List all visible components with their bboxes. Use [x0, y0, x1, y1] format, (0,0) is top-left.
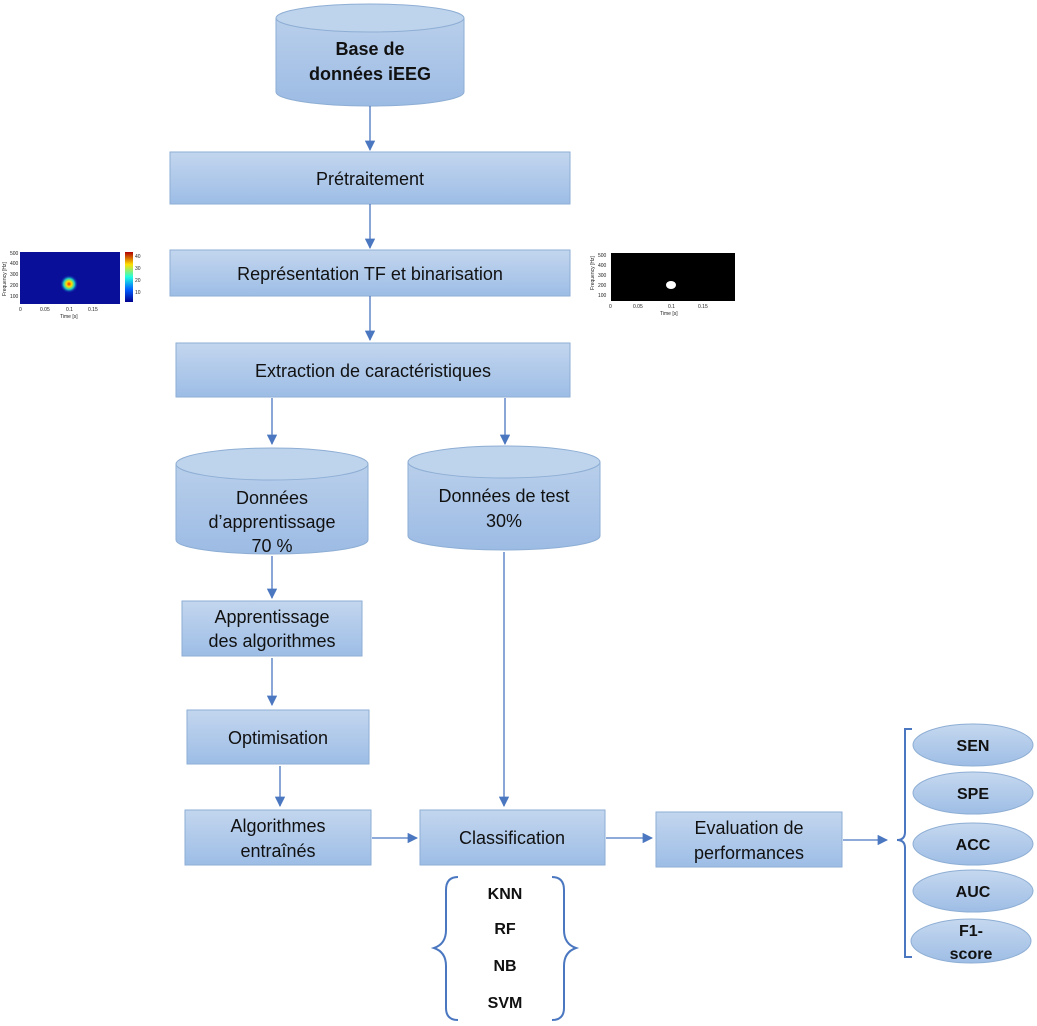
- classifier-list: KNN RF NB SVM: [430, 876, 580, 1021]
- database-label-line2: données iEEG: [309, 64, 431, 84]
- spec-ylabel: Frequency [Hz]: [2, 261, 8, 296]
- optimisation-box: Optimisation: [186, 709, 370, 765]
- learning-line2: des algorithmes: [208, 631, 335, 651]
- trained-line1: Algorithmes: [230, 816, 325, 836]
- classifier-nb: NB: [493, 958, 516, 975]
- optimisation-label: Optimisation: [228, 728, 328, 748]
- binary-blob: [666, 281, 676, 289]
- evaluation-line2: performances: [694, 843, 804, 863]
- bin-ytick-4: 200: [598, 283, 607, 289]
- preprocessing-label: Prétraitement: [316, 169, 424, 189]
- metric-auc: AUC: [912, 869, 1034, 913]
- binary-image: [611, 253, 735, 301]
- test-data-cylinder: Données de test 30%: [407, 445, 601, 551]
- training-data-line1: Données: [236, 488, 308, 508]
- metric-f1-label-line2: score: [950, 946, 993, 963]
- spec-ytick-2: 400: [10, 261, 19, 267]
- trained-algorithms-box: Algorithmes entraînés: [184, 809, 372, 866]
- spec-ytick-5: 100: [10, 294, 19, 300]
- bin-xtick-4: 0.15: [698, 304, 708, 310]
- metric-sen-label: SEN: [957, 738, 990, 755]
- bin-xlabel: Time [s]: [660, 311, 678, 317]
- spec-ytick-1: 500: [10, 251, 19, 257]
- classifier-rf: RF: [494, 921, 516, 938]
- spectrogram-thumbnail: 40 30 20 10 500 400 300 200 100 Frequenc…: [2, 251, 141, 320]
- cbar-tick-4: 10: [135, 290, 141, 296]
- bin-ytick-2: 400: [598, 263, 607, 269]
- spectrogram-blob: [60, 275, 78, 293]
- classification-box: Classification: [419, 809, 606, 866]
- database-cylinder: Base de données iEEG: [275, 3, 465, 107]
- cbar-tick-3: 20: [135, 278, 141, 284]
- database-label-line1: Base de: [335, 39, 404, 59]
- bin-ytick-3: 300: [598, 273, 607, 279]
- bin-ytick-1: 500: [598, 253, 607, 259]
- spec-xtick-2: 0.05: [40, 307, 50, 313]
- bin-xtick-1: 0: [609, 304, 612, 310]
- test-data-line2: 30%: [486, 511, 522, 531]
- learning-box: Apprentissage des algorithmes: [181, 600, 363, 657]
- training-data-line2: d’apprentissage: [208, 512, 335, 532]
- metric-acc: ACC: [912, 822, 1034, 866]
- spec-xlabel: Time [s]: [60, 314, 78, 320]
- metric-spe: SPE: [912, 771, 1034, 815]
- spec-ytick-3: 300: [10, 272, 19, 278]
- classifier-knn: KNN: [488, 886, 523, 903]
- tf-representation-label: Représentation TF et binarisation: [237, 264, 503, 284]
- feature-extraction-label: Extraction de caractéristiques: [255, 361, 491, 381]
- metrics-bracket: [896, 728, 912, 958]
- trained-line2: entraînés: [240, 841, 315, 861]
- metric-f1-label-line1: F1-: [959, 923, 983, 940]
- training-data-line3: 70 %: [251, 536, 292, 556]
- bin-xtick-2: 0.05: [633, 304, 643, 310]
- tf-representation-box: Représentation TF et binarisation: [169, 249, 571, 297]
- learning-line1: Apprentissage: [214, 607, 329, 627]
- metric-spe-label: SPE: [957, 786, 989, 803]
- evaluation-line1: Evaluation de: [694, 818, 803, 838]
- spec-ytick-4: 200: [10, 283, 19, 289]
- metric-acc-label: ACC: [956, 837, 991, 854]
- spec-xtick-4: 0.15: [88, 307, 98, 313]
- classifier-svm: SVM: [488, 995, 523, 1012]
- right-brace: [551, 876, 580, 1021]
- training-data-cylinder: Données d’apprentissage 70 %: [175, 447, 369, 556]
- metric-sen: SEN: [912, 723, 1034, 767]
- bin-ylabel: Frequency [Hz]: [590, 255, 596, 290]
- test-data-line1: Données de test: [438, 486, 569, 506]
- cbar-tick-2: 30: [135, 266, 141, 272]
- feature-extraction-box: Extraction de caractéristiques: [175, 342, 571, 398]
- metric-f1: F1- score: [910, 918, 1032, 964]
- left-brace: [430, 876, 459, 1021]
- evaluation-box: Evaluation de performances: [655, 811, 843, 868]
- bin-xtick-3: 0.1: [668, 304, 675, 310]
- spec-xtick-3: 0.1: [66, 307, 73, 313]
- metric-auc-label: AUC: [956, 884, 991, 901]
- binary-mask-thumbnail: 500 400 300 200 100 Frequency [Hz] 0 0.0…: [590, 253, 735, 317]
- preprocessing-box: Prétraitement: [169, 151, 571, 205]
- bin-ytick-5: 100: [598, 293, 607, 299]
- spec-xtick-1: 0: [19, 307, 22, 313]
- spectrogram-colorbar: [125, 252, 133, 302]
- cbar-tick-1: 40: [135, 254, 141, 260]
- classification-label: Classification: [459, 828, 565, 848]
